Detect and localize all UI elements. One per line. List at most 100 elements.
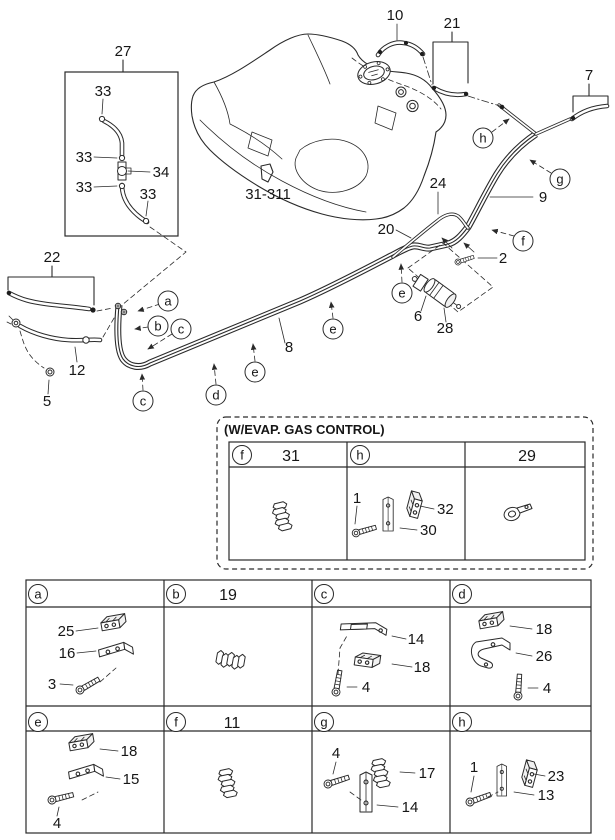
bracket-16	[97, 640, 135, 660]
svg-text:h: h	[458, 715, 465, 730]
cell-f-letter: f	[166, 712, 186, 732]
screw-4	[322, 772, 351, 790]
filter-clamp-6	[411, 273, 429, 292]
screw-3	[74, 675, 102, 696]
label-30: 30	[420, 522, 437, 539]
fuel-filter-group: 2 6 28	[407, 237, 507, 337]
label-2: 2	[499, 250, 507, 267]
clip-17	[368, 757, 392, 790]
cell-c: c 14 18 4	[314, 584, 431, 698]
clamp-33	[118, 154, 126, 162]
label-33: 33	[76, 149, 93, 166]
bracket-13	[496, 763, 508, 797]
label-14: 14	[402, 799, 419, 816]
clip-23	[519, 759, 540, 788]
callout-c2: c	[132, 390, 154, 412]
label-9: 9	[539, 189, 547, 206]
bracket-14	[339, 617, 389, 637]
fuel-tank: 31-311	[190, 33, 447, 221]
label-20: 20	[378, 221, 395, 238]
clip-19	[214, 649, 247, 672]
cell-h-letter: h	[452, 712, 472, 732]
clamp	[431, 85, 437, 91]
bolt-1	[464, 790, 493, 808]
hose-end-nut	[82, 336, 90, 344]
bracket-14	[359, 771, 373, 813]
svg-text:e: e	[251, 365, 258, 380]
svg-text:e: e	[398, 286, 405, 301]
callout-g: g	[549, 168, 571, 190]
clip-18	[67, 733, 96, 752]
diagram-callouts: a b c c d e e e f g h	[132, 118, 571, 412]
cell-d: d 18 26 4	[452, 584, 553, 701]
callout-h: h	[472, 127, 494, 149]
clamp	[403, 40, 409, 46]
label-34: 34	[153, 164, 170, 181]
label-23: 23	[548, 768, 565, 785]
cell-b-number: 19	[219, 587, 237, 604]
label-26: 26	[536, 648, 553, 665]
svg-text:e: e	[329, 322, 336, 337]
bolt-4	[513, 673, 524, 701]
label-7: 7	[585, 67, 593, 84]
evap-number-31: 31	[282, 448, 300, 465]
label-4: 4	[53, 815, 61, 832]
evap-header-h: h	[350, 445, 370, 465]
bracket-30	[382, 496, 394, 532]
tank-section-ref: 31-311	[245, 186, 291, 203]
callout-d: d	[205, 384, 227, 406]
clip-31	[269, 500, 294, 533]
label-13: 13	[538, 787, 555, 804]
svg-text:b: b	[154, 319, 161, 334]
cell-a-letter: a	[28, 584, 48, 604]
clip-32	[404, 490, 425, 519]
clamp	[499, 104, 505, 110]
label-17: 17	[419, 765, 436, 782]
screw-4	[46, 790, 75, 806]
clamp-33	[142, 217, 150, 225]
label-15: 15	[123, 771, 140, 788]
clamp	[90, 307, 96, 313]
clip-18	[353, 651, 382, 669]
label-18: 18	[121, 743, 138, 760]
clamp	[6, 290, 12, 296]
callout-f: f	[512, 230, 534, 252]
label-24: 24	[430, 175, 447, 192]
label-18: 18	[414, 659, 431, 676]
label-25: 25	[58, 623, 75, 640]
clamp-33	[98, 115, 106, 123]
banjo-fitting	[6, 315, 21, 328]
evap-title: (W/EVAP. GAS CONTROL)	[224, 422, 385, 437]
label-33: 33	[140, 186, 157, 203]
label-33: 33	[95, 83, 112, 100]
connector-34	[117, 161, 132, 181]
bracket-15	[67, 762, 105, 782]
cell-e: e 18 15 4	[28, 712, 140, 832]
svg-text:b: b	[172, 587, 179, 602]
svg-text:e: e	[34, 715, 41, 730]
cell-d-letter: d	[452, 584, 472, 604]
clip-18	[477, 611, 506, 630]
callout-e3: e	[391, 282, 413, 304]
label-12: 12	[69, 362, 86, 379]
tank-grommet	[395, 86, 419, 113]
svg-text:f: f	[174, 715, 178, 730]
cell-a: a 25 16 3	[28, 584, 135, 696]
label-18: 18	[536, 621, 553, 638]
fuel-filter-28	[423, 278, 462, 310]
label-14: 14	[408, 631, 425, 648]
clamp-33	[118, 182, 126, 190]
label-4: 4	[332, 745, 340, 762]
svg-text:f: f	[240, 448, 244, 463]
cell-b-letter: b	[166, 584, 186, 604]
svg-text:g: g	[320, 715, 327, 730]
svg-text:h: h	[356, 448, 363, 463]
cell-b: b 19	[166, 584, 247, 672]
nut-5	[45, 367, 55, 377]
svg-text:d: d	[212, 388, 219, 403]
evap-header-f: f	[232, 445, 252, 465]
svg-text:g: g	[556, 172, 563, 187]
hose-21-group: 21	[422, 15, 501, 107]
